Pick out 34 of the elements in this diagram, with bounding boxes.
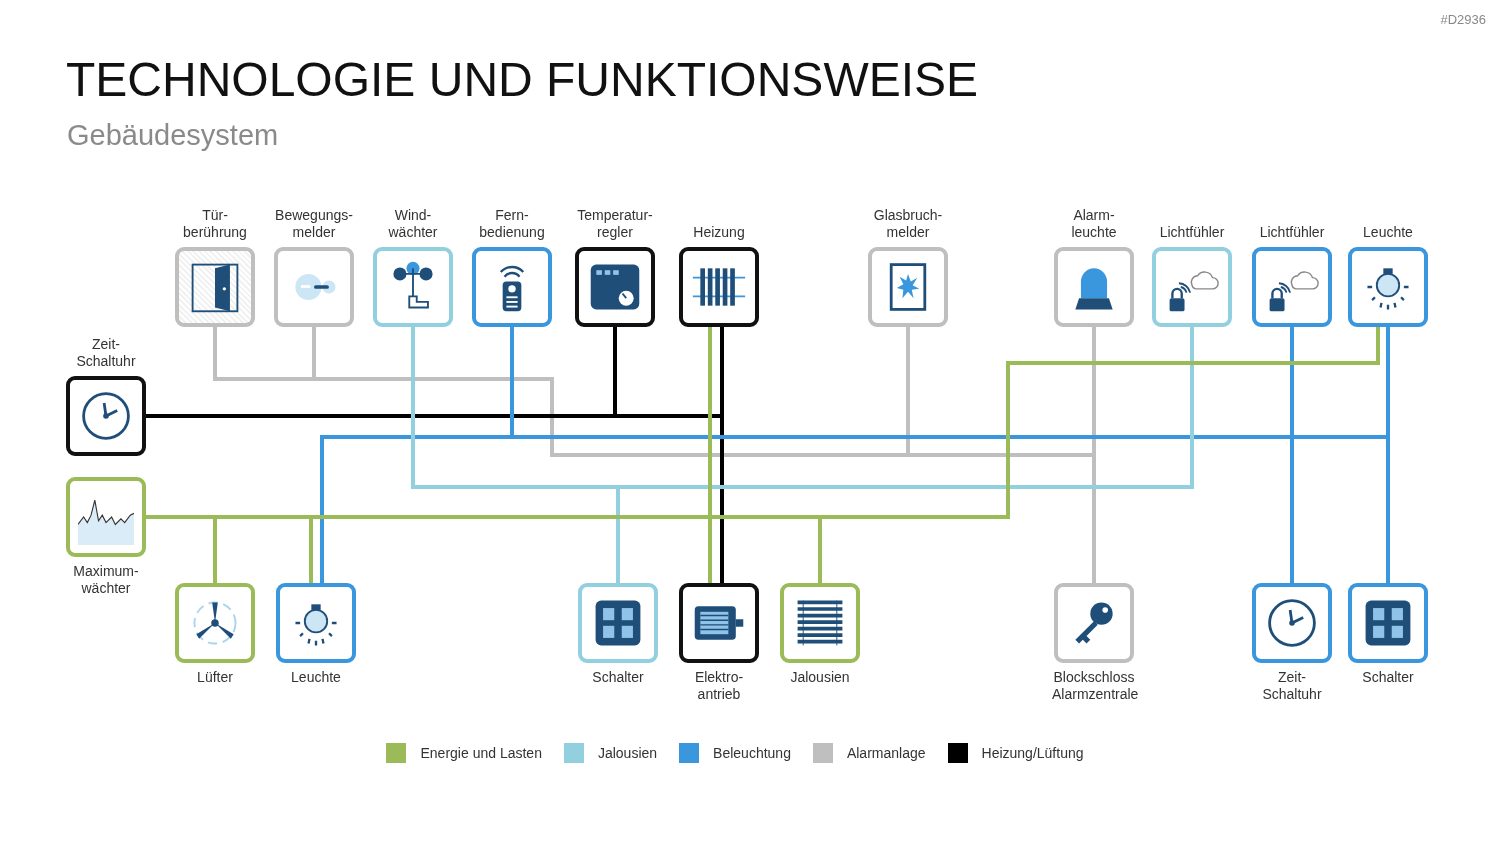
subtitle: Gebäudesystem	[67, 119, 279, 152]
title: TECHNOLOGIE UND FUNKTIONSWEISE	[66, 52, 979, 107]
device-label: Zeit- Schaltuhr	[1261, 669, 1323, 703]
legend-label: Jalousien	[597, 745, 658, 761]
reference-code: #D2936	[1440, 12, 1486, 27]
device-label: Temperatur- regler	[576, 207, 654, 241]
legend-label: Beleuchtung	[713, 745, 791, 761]
device-label: Leuchte	[1363, 224, 1413, 241]
device-label: Maximum- wächter	[72, 563, 140, 597]
device-label: Wind- wächter	[387, 207, 439, 241]
device-label: Heizung	[693, 224, 745, 241]
device-label: Tür- berührung	[182, 207, 248, 241]
device-label: Lichtfühler	[1259, 224, 1325, 241]
connector-line	[1092, 327, 1096, 583]
device-label: Zeit- Schaltuhr	[75, 336, 137, 370]
device-label: Blockschloss Alarmzentrale	[1052, 669, 1136, 703]
device-label: Elektro- antrieb	[693, 669, 745, 703]
device-label: Alarm- leuchte	[1070, 207, 1118, 241]
connector-line	[708, 327, 712, 583]
legend-label: Heizung/Lüftung	[981, 745, 1084, 761]
legend-label: Energie und Lasten	[420, 745, 542, 761]
device-label: Bewegungs- melder	[274, 207, 354, 241]
device-label: Lichtfühler	[1159, 224, 1225, 241]
connector-line	[1290, 327, 1294, 583]
legend-label: Alarmanlage	[846, 745, 926, 761]
connector-line	[1386, 327, 1390, 583]
device-label: Lüfter	[197, 669, 233, 686]
device-label: Schalter	[592, 669, 644, 686]
device-label: Fern- bedienung	[478, 207, 546, 241]
device-label: Schalter	[1362, 669, 1414, 686]
connector-line	[720, 327, 724, 583]
device-label: Leuchte	[291, 669, 341, 686]
device-label: Jalousien	[790, 669, 850, 686]
device-label: Glasbruch- melder	[872, 207, 944, 241]
